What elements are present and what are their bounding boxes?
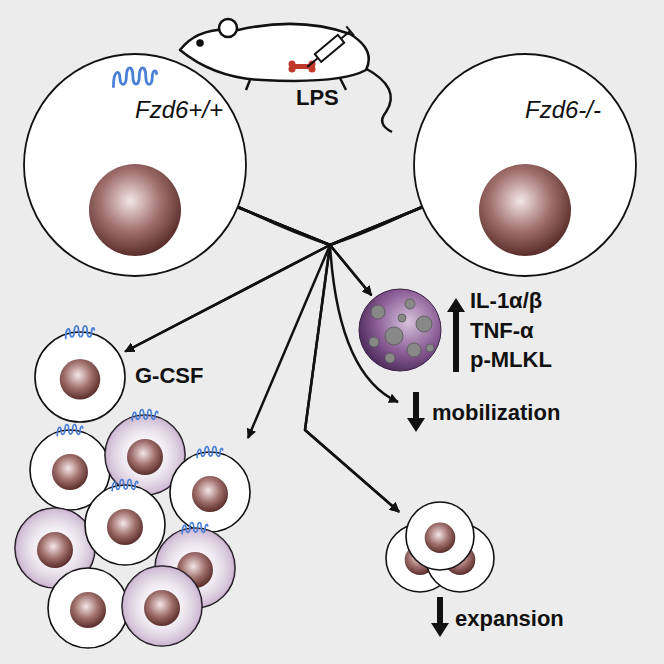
necroptotic-cell: IL-1α/βTNF-αp-MLKL [358,288,442,372]
effect-label: mobilization [432,400,560,426]
down-arrow [431,597,449,637]
node-label: Fzd6+/+ [135,97,223,123]
node-label: TNF-α [470,318,534,344]
node-label: expansion [455,606,564,632]
shape-outline [413,53,637,277]
down-arrow [407,392,425,432]
shape-outline [32,327,128,423]
shape-outline [385,500,495,595]
treatment-label: LPS [296,85,339,111]
node-label: Fzd6-/- [525,97,601,123]
gcsf-cell: G-CSF [32,327,128,423]
node-label: G-CSF [135,363,203,389]
wildtype-cell: Fzd6+/+ [23,53,247,277]
up-arrow [447,298,465,372]
cell-cluster: expansion [385,500,495,595]
outcome-arrow [330,208,421,296]
node-label: p-MLKL [470,347,552,373]
shape-outline [358,288,442,372]
node-label: IL-1α/β [470,288,542,314]
cell-cluster [15,410,250,648]
syringe-icon [303,26,354,71]
knockout-cell: Fzd6-/- [413,53,637,277]
shape-outline [23,53,247,277]
